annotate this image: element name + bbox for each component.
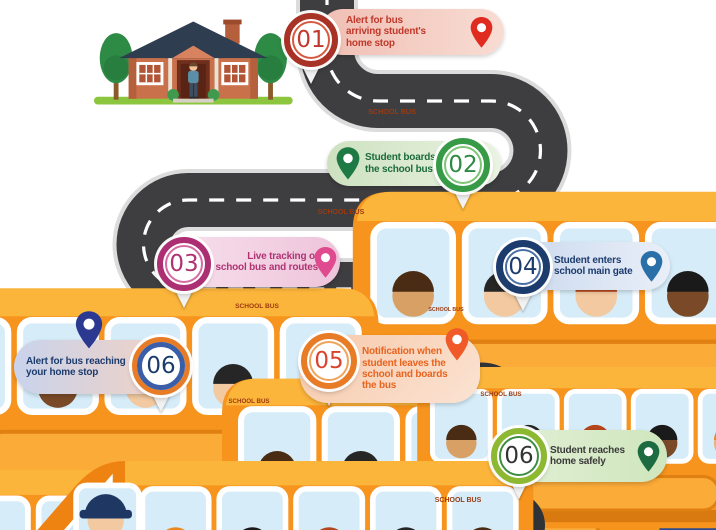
step-06-home-text: Alert for bus reaching your home stop [26,355,126,378]
step-04-text: Student enters school main gate [554,254,633,277]
step-04-number: 04 [508,254,538,280]
bus-label: SCHOOL BUS [480,391,521,398]
step-06-home-badge: 06 [132,337,190,395]
step-03-badge: 03 [157,237,211,291]
person-at-door [188,62,199,100]
step-01-text: Alert for bus arriving student's home st… [346,14,426,49]
location-pin-icon [335,146,361,181]
step-06-home-number: 06 [146,353,176,379]
badge-tail [512,289,534,311]
location-pin-icon [444,327,470,362]
badge-tail [300,62,322,84]
location-pin-icon [313,246,338,279]
location-pin-icon [469,16,494,49]
location-pin-icon [636,440,661,473]
step-05-text: Notification when student leaves the sch… [362,346,448,392]
step-05-bubble: Notification when student leaves the sch… [300,335,480,403]
step-02-badge: 02 [436,138,490,192]
location-pin-icon [639,250,664,283]
step-01-badge: 01 [284,13,338,67]
step-02-number: 02 [448,152,478,178]
bus-label: SCHOOL BUS [435,497,482,504]
step-04-badge: 04 [496,240,550,294]
badge-tail [150,390,172,412]
location-pin-icon [74,310,104,350]
step-01-bubble: Alert for bus arriving student's home st… [320,9,504,55]
step-06-safe-number: 06 [504,443,534,469]
bus-label: SCHOOL BUS [318,209,365,216]
step-05-badge: 05 [301,333,357,389]
badge-tail [452,187,474,209]
student-home-house [93,19,293,105]
bus-label: SCHOOL BUS [228,398,269,405]
step-06-safe-badge: 06 [491,428,547,484]
badge-tail [173,286,195,308]
step-06-safe-text: Student reaches home safely [550,444,625,467]
step-02-text: Student boards the school bus [365,152,436,175]
bus-label: SCHOOL BUS [428,307,464,313]
bus-label: SCHOOL BUS [368,107,416,116]
step-03-text: Live tracking of school bus and routes [215,250,319,273]
step-05-number: 05 [314,348,344,374]
bus-label: SCHOOL BUS [235,303,279,310]
step-01-number: 01 [296,27,326,53]
step-03-number: 03 [169,251,199,277]
